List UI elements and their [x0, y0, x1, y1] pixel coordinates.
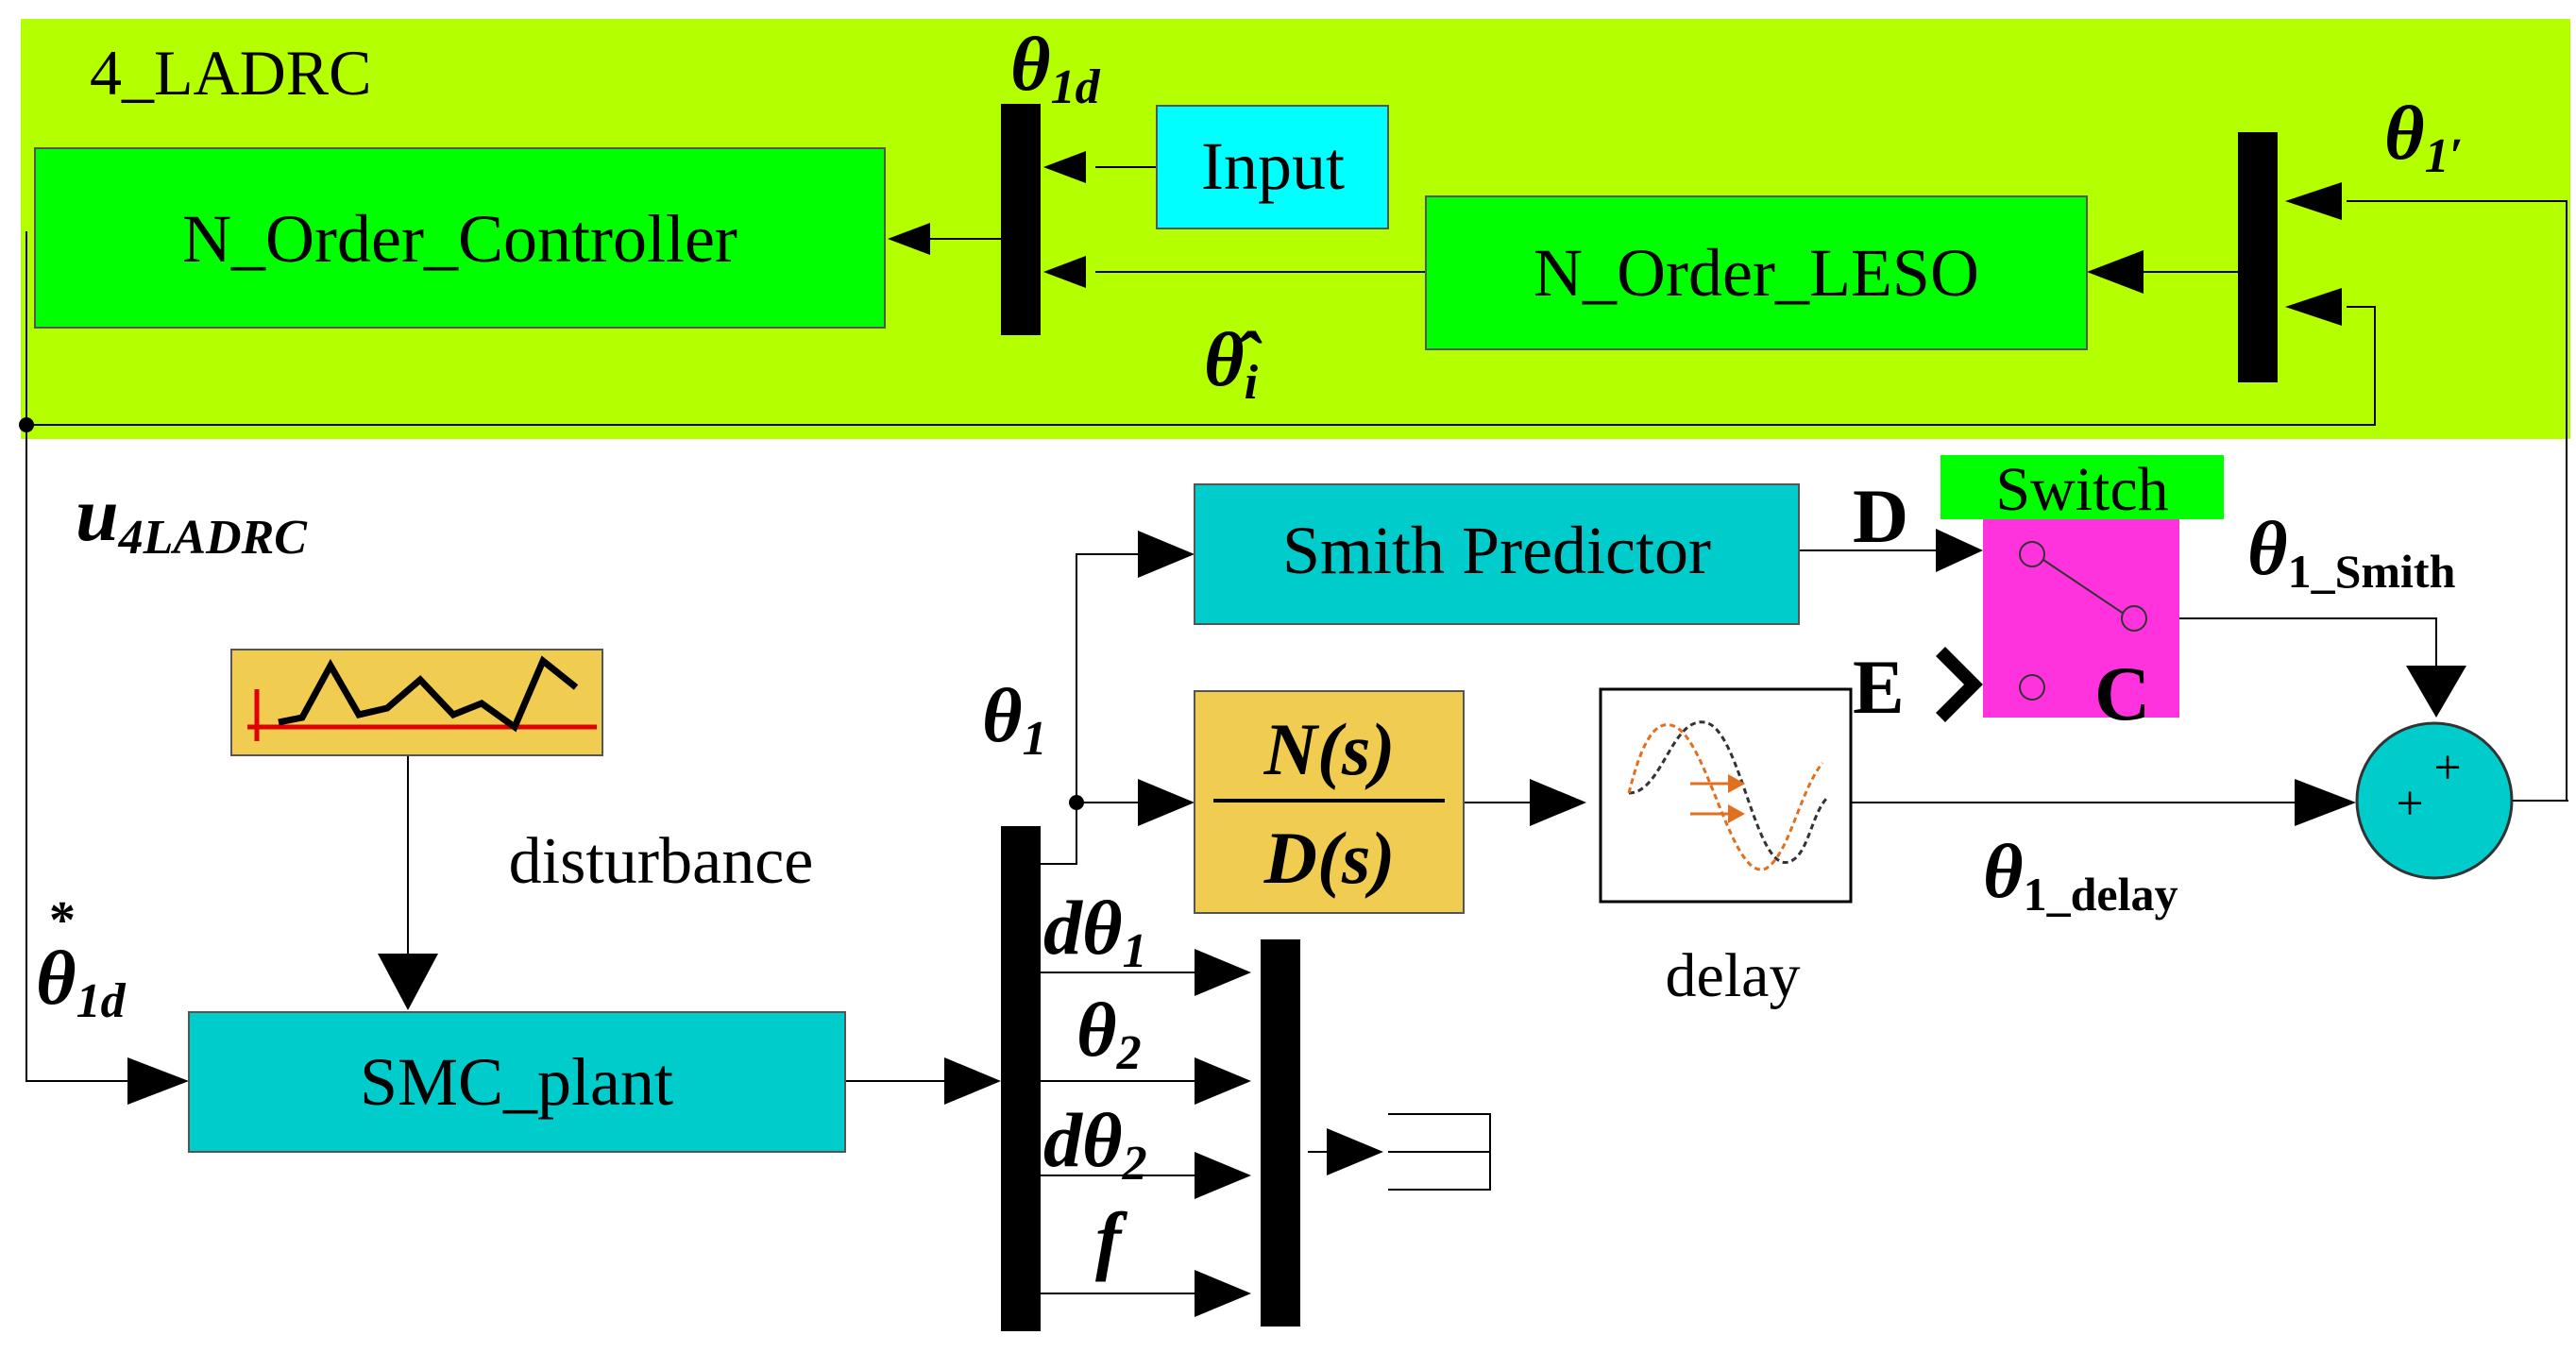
smc-plant-block[interactable]: SMC_plant	[188, 1011, 846, 1153]
smith-predictor-label: Smith Predictor	[1282, 513, 1711, 588]
mux-bar-1[interactable]	[1001, 104, 1041, 335]
sum-sign-left: +	[2396, 777, 2423, 831]
input-block[interactable]: Input	[1156, 105, 1389, 229]
tf-numerator: N(s)	[1263, 708, 1396, 790]
signal-theta-1-delay: θ1_delay	[1983, 828, 2178, 921]
disturbance-label: disturbance	[509, 825, 814, 898]
delay-output-wave	[1627, 723, 1824, 871]
leso-label: N_Order_LESO	[1534, 235, 1979, 311]
signal-theta-1prime: θ1′	[2384, 90, 2463, 183]
signal-d-theta-2: dθ2	[1043, 1097, 1147, 1191]
transfer-function-block[interactable]: N(s) D(s)	[1194, 690, 1465, 914]
demux-bar[interactable]	[1001, 826, 1041, 1331]
signal-wires	[25, 166, 2568, 1294]
junction-dot	[19, 417, 34, 432]
mux-bar-3[interactable]	[1261, 939, 1300, 1327]
signal-theta-2: θ2	[1076, 987, 1142, 1080]
switch-block[interactable]: Switch D E C	[1853, 455, 2224, 736]
switch-port-d: D	[1853, 473, 1908, 559]
signal-d-theta-1: dθ1	[1043, 885, 1147, 978]
switch-e-chevron	[1936, 647, 1983, 722]
signal-theta-1-smith: θ1_Smith	[2247, 505, 2456, 598]
n-order-controller-block[interactable]: N_Order_Controller	[34, 147, 886, 329]
signal-u-4ladrc: u4LADRC	[76, 471, 308, 565]
signal-f: f	[1095, 1196, 1128, 1282]
sum-block[interactable]: + +	[2355, 721, 2514, 880]
delay-label: delay	[1666, 941, 1801, 1010]
tf-denominator: D(s)	[1263, 817, 1396, 899]
signal-theta-star-1d: θ1d	[36, 935, 127, 1028]
smith-predictor-block[interactable]: Smith Predictor	[1194, 483, 1800, 625]
disturbance-block[interactable]: disturbance	[230, 649, 814, 898]
mux-bar-2[interactable]	[2238, 132, 2278, 382]
disturbance-waveform	[278, 655, 579, 733]
controller-label: N_Order_Controller	[182, 201, 737, 277]
arrowheads	[127, 151, 2466, 1317]
signal-theta-1: θ1	[982, 672, 1047, 766]
plant-label: SMC_plant	[360, 1044, 673, 1120]
switch-label: Switch	[1995, 455, 2168, 524]
switch-port-e: E	[1853, 644, 1905, 730]
input-label: Input	[1201, 128, 1345, 204]
delay-input-wave	[1628, 720, 1829, 864]
sum-sign-top: +	[2433, 741, 2461, 795]
junction-dot	[1069, 795, 1084, 810]
signal-theta-star-sup: *	[49, 891, 76, 950]
n-order-leso-block[interactable]: N_Order_LESO	[1425, 195, 2088, 350]
delay-block[interactable]: delay	[1599, 687, 1853, 1010]
signal-theta-1d-top: θ1d	[1010, 21, 1101, 114]
subsystem-title: 4_LADRC	[90, 37, 371, 109]
switch-port-c: C	[2094, 651, 2150, 736]
